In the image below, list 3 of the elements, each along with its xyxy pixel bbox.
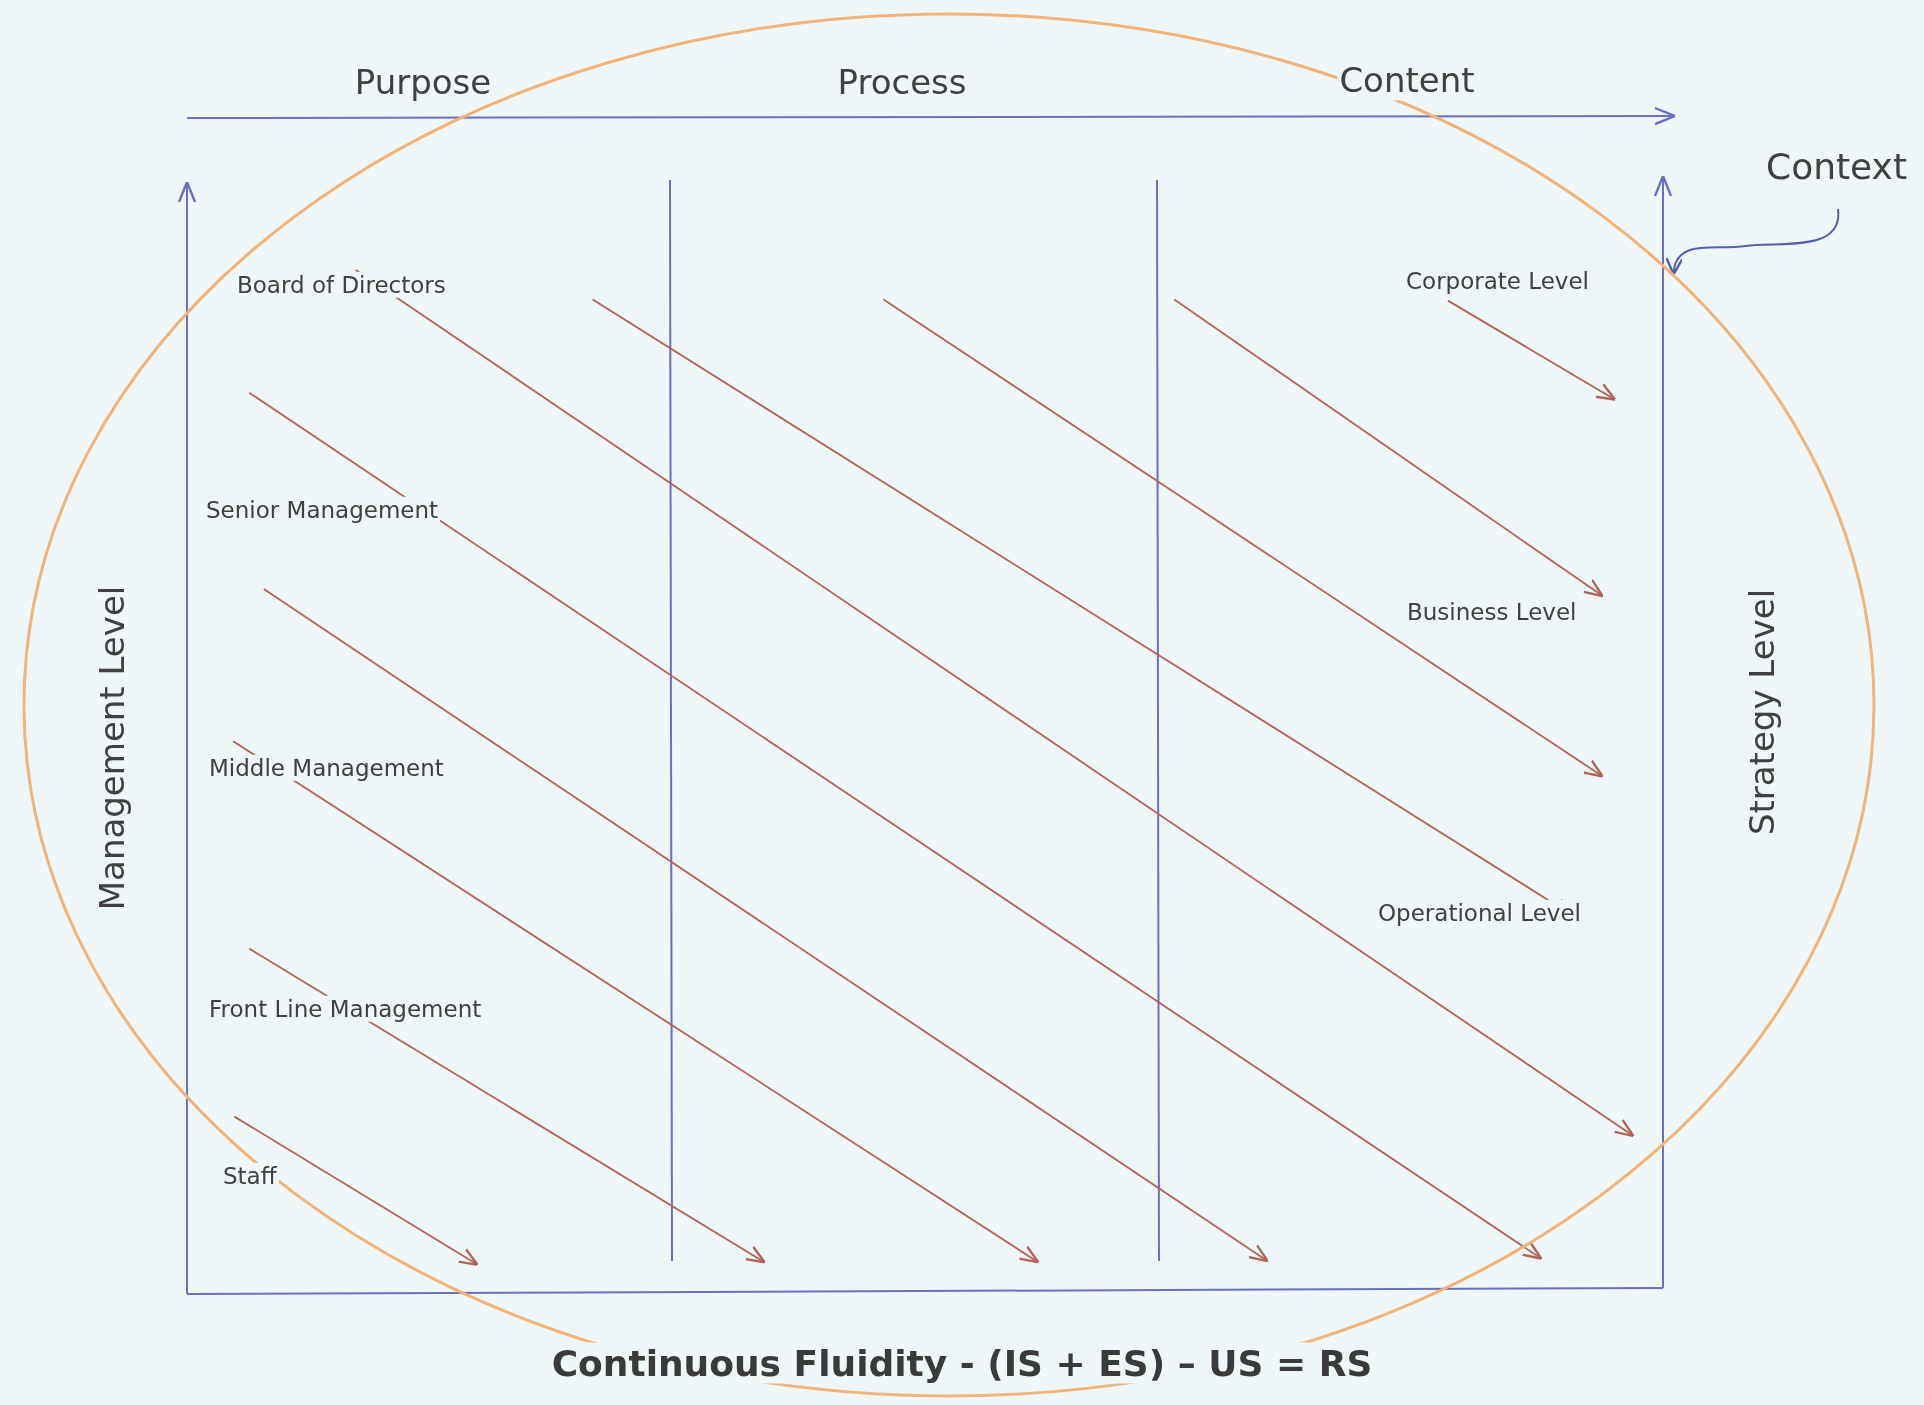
curved-arrow (1666, 208, 1839, 276)
context-label: Context (1766, 146, 1908, 187)
level-label: Senior Management (204, 496, 441, 524)
